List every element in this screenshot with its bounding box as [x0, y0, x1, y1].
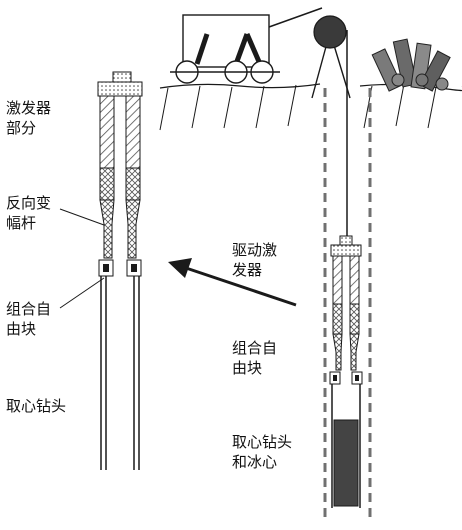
label-combined-free-block-right: 组合自 由块 — [232, 339, 278, 377]
left-leader-lines — [59, 208, 105, 309]
right-drill-tool — [329, 235, 363, 508]
label-reverse-horn: 反向变 幅杆 — [6, 194, 52, 232]
label-core-bit-left: 取心钻头 — [6, 397, 67, 415]
arrow-up-left-icon — [168, 258, 297, 307]
label-exciter-part: 激发器 部分 — [6, 99, 52, 137]
pulley-wheel-icon — [311, 15, 351, 99]
drill-pipe-stack-icon — [371, 38, 451, 92]
cable-line — [268, 7, 348, 236]
truck-icon — [170, 14, 280, 84]
borehole-casing — [323, 88, 372, 520]
label-core-bit-and-ice-core: 取心钻头 和冰心 — [232, 433, 293, 471]
label-drive-exciter: 驱动激 发器 — [232, 241, 278, 279]
left-drill-tool — [97, 71, 143, 470]
ground-surface — [159, 83, 462, 131]
label-combined-free-block-left: 组合自 由块 — [6, 300, 52, 338]
ice-core — [333, 419, 359, 507]
